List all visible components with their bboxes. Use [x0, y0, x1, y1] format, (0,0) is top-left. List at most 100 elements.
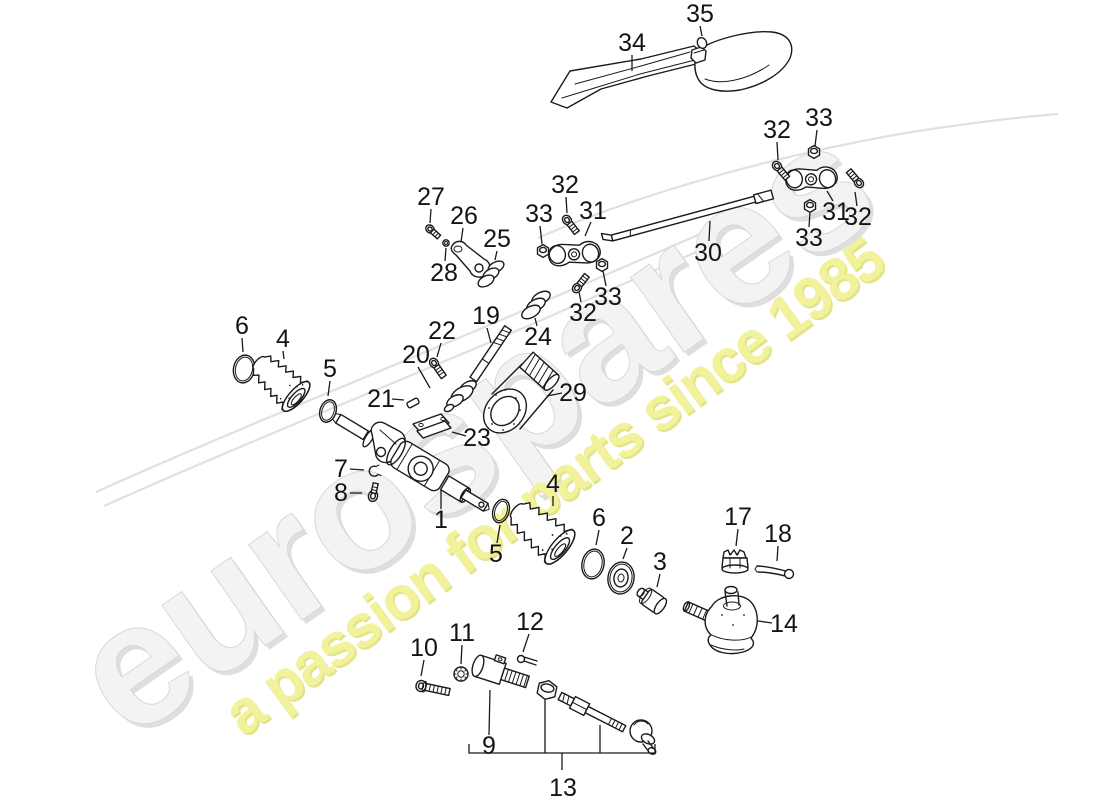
- steering-shaft-30: [600, 189, 775, 242]
- leader-line-24-18: [534, 317, 538, 327]
- leader-line-6-32: [595, 529, 600, 546]
- part-label-4-30: 4: [546, 470, 560, 498]
- seal-ring-35: [696, 36, 708, 50]
- bushing-3: [636, 587, 668, 615]
- leader-line-28-15: [444, 247, 447, 262]
- part-label-1-29: 1: [434, 506, 448, 534]
- cotter-pin-12: [516, 654, 538, 666]
- leader-line-33-6: [808, 211, 811, 228]
- bolt-32-lower-top: [561, 214, 580, 236]
- part-label-31-9: 31: [579, 197, 607, 225]
- oring-6-right: [581, 548, 605, 580]
- part-label-10-38: 10: [410, 634, 438, 662]
- castle-nut-17: [721, 549, 749, 574]
- leader-line-30-7: [708, 220, 711, 242]
- cotter-pin-18: [754, 565, 795, 580]
- part-label-4-25: 4: [276, 325, 290, 353]
- part-label-20-20: 20: [402, 341, 430, 369]
- leader-line-29-23: [546, 392, 563, 397]
- leader-line-17-35: [735, 528, 739, 547]
- leader-line-11-39: [460, 644, 463, 665]
- ujoint-lower-31: [548, 240, 601, 267]
- part-label-32-8: 32: [551, 171, 579, 199]
- part-label-32-2: 32: [763, 116, 791, 144]
- leader-line-9-41: [488, 689, 491, 736]
- ring-28: [442, 239, 450, 247]
- leader-line-33-11: [602, 270, 607, 287]
- shims-23: [412, 413, 452, 439]
- leader-line-33-3: [814, 129, 818, 147]
- part-label-19-17: 19: [472, 302, 500, 330]
- nut-33-upper-bottom: [803, 198, 817, 214]
- clevis-9: [471, 654, 530, 689]
- leader-line-20-20: [417, 366, 431, 389]
- leader-line-31-4: [826, 190, 834, 202]
- part-label-6-24: 6: [235, 312, 249, 340]
- part-label-32-12: 32: [569, 299, 597, 327]
- part-label-21-21: 21: [367, 385, 395, 413]
- washer-11: [453, 666, 469, 682]
- watermark-swoosh-lower2: [103, 244, 711, 508]
- part-label-3-34: 3: [653, 548, 667, 576]
- leader-line-23-22: [451, 431, 467, 437]
- bolt-22: [428, 357, 447, 380]
- watermark-swoosh-upper: [537, 112, 1059, 240]
- leader-line-32-5: [854, 191, 858, 207]
- leader-line-32-8: [565, 196, 568, 214]
- leader-line-31-9: [584, 221, 592, 237]
- leader-line-19-17: [486, 327, 492, 344]
- ujoint-upper-31: [785, 166, 838, 191]
- part-label-8-28: 8: [334, 479, 348, 507]
- part-label-28-15: 28: [430, 259, 458, 287]
- steering-rack-1: [331, 413, 490, 512]
- leader-line-35-0: [699, 25, 703, 37]
- part-label-33-3: 33: [805, 104, 833, 132]
- part-label-24-18: 24: [524, 323, 552, 351]
- part-label-5-26: 5: [323, 355, 337, 383]
- part-label-29-23: 29: [559, 379, 587, 407]
- bracket-13: [468, 700, 656, 770]
- pinion-shaft-19: [443, 325, 513, 413]
- part-label-17-35: 17: [724, 503, 752, 531]
- bolt-27: [425, 224, 442, 240]
- leader-line-33-10: [539, 225, 543, 245]
- boot-4-right: [509, 502, 576, 565]
- bushing-24: [521, 290, 551, 320]
- leader-line-18-36: [776, 545, 779, 562]
- part-label-27-13: 27: [417, 183, 445, 211]
- clamp-5-right: [491, 498, 511, 524]
- part-label-22-19: 22: [428, 317, 456, 345]
- nut-33-upper-top: [807, 144, 821, 160]
- coupling-29: [482, 351, 560, 434]
- pin-21: [406, 397, 420, 409]
- leader-line-4-25: [282, 350, 285, 360]
- part-label-13-42: 13: [549, 774, 577, 800]
- leader-line-5-31: [496, 524, 501, 544]
- part-label-35-0: 35: [686, 0, 714, 28]
- part-label-11-39: 11: [449, 619, 475, 647]
- part-label-33-10: 33: [525, 200, 553, 228]
- part-label-9-41: 9: [482, 732, 496, 760]
- leader-line-27-13: [429, 208, 432, 224]
- leader-line-12-40: [522, 633, 530, 653]
- part-label-33-11: 33: [594, 283, 622, 311]
- heat-shield-34: [550, 31, 793, 109]
- inner-tie-rod-13: [557, 691, 657, 755]
- nut-33-lower-left: [536, 243, 550, 259]
- leader-line-6-24: [241, 337, 244, 353]
- leader-line-7-27: [349, 468, 365, 471]
- washer-2: [607, 561, 635, 595]
- bushing-25: [477, 260, 505, 288]
- circlip-7: [368, 464, 382, 477]
- part-label-33-6: 33: [795, 224, 823, 252]
- part-label-6-32: 6: [592, 504, 606, 532]
- leader-line-22-19: [436, 342, 442, 358]
- bolt-32-upper-left: [771, 160, 791, 181]
- leader-line-3-34: [656, 573, 661, 588]
- leader-line-21-21: [391, 398, 405, 401]
- part-label-31-4: 31: [822, 198, 850, 226]
- bolt-32-upper-right: [845, 168, 865, 189]
